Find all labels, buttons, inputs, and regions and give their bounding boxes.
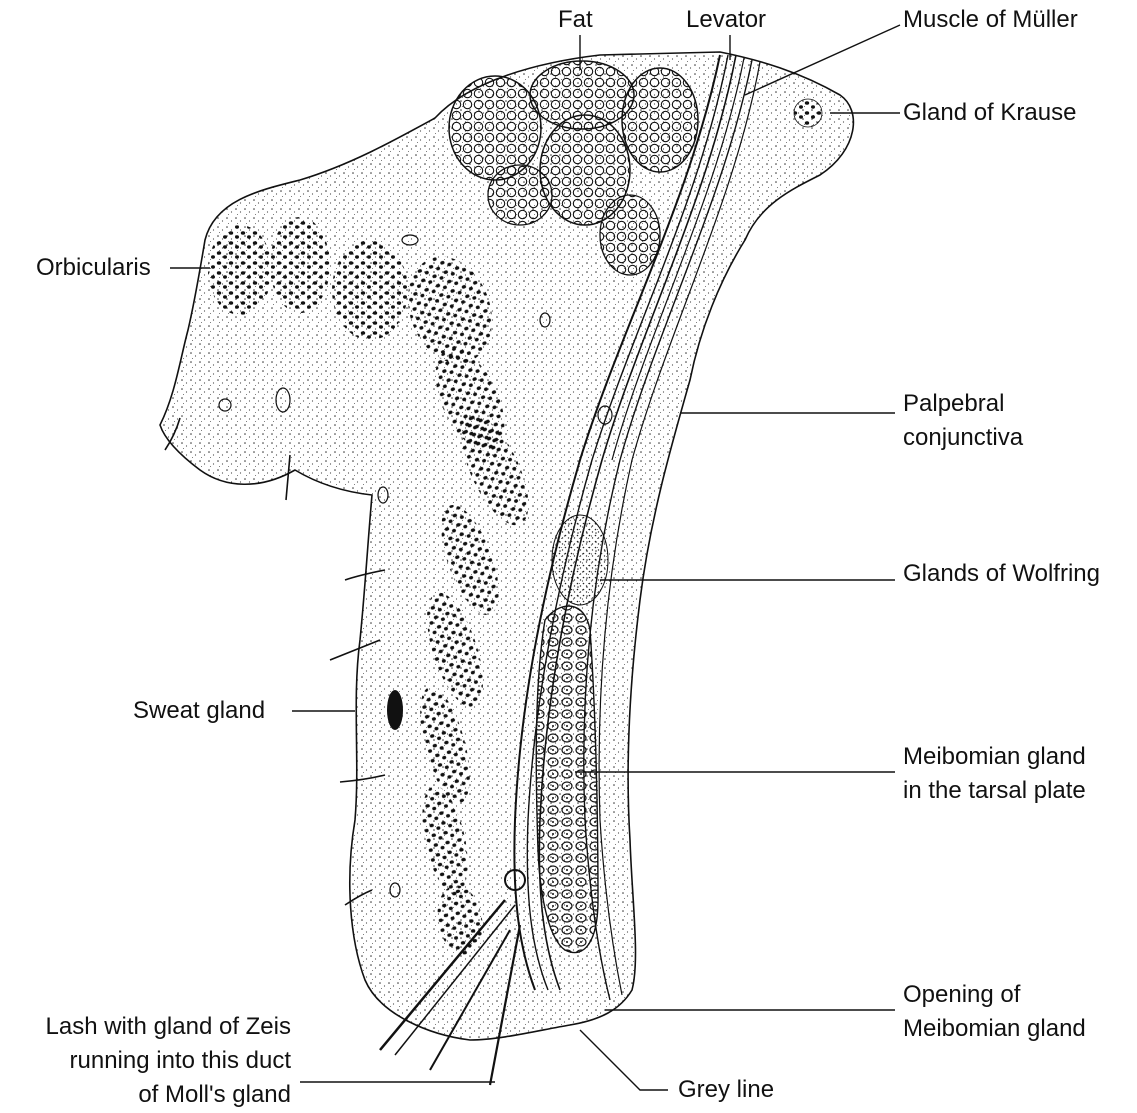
label-grey-line: Grey line — [678, 1076, 775, 1103]
sweat-glands — [164, 417, 386, 906]
meibomian-gland — [535, 605, 599, 954]
orbicularis-bundles — [208, 217, 529, 955]
label-gland-of-krause: Gland of Krause — [903, 99, 1077, 126]
label-opening-of-meibomian-gland: Opening of Meibomian gland — [903, 978, 1086, 1046]
label-opening-line-2: Meibomian gland — [903, 1015, 1086, 1042]
label-orbicularis: Orbicularis — [36, 254, 151, 281]
label-palpebral-line-2: conjunctiva — [903, 424, 1024, 451]
label-meibomian-line-1: Meibomian gland — [903, 743, 1086, 770]
leader-grey-line — [579, 1029, 668, 1091]
label-opening-line-1: Opening of — [903, 981, 1021, 1008]
vessels — [218, 234, 613, 898]
label-lash-gland-of-zeis: Lash with gland of Zeis running into thi… — [46, 1010, 291, 1112]
label-muscle-of-muller: Muscle of Müller — [903, 6, 1078, 33]
label-palpebral-line-1: Palpebral — [903, 390, 1005, 417]
fat-lobules — [448, 60, 699, 276]
label-fat: Fat — [558, 6, 593, 33]
eyelash-follicle — [379, 869, 526, 1086]
label-lash-line-3: of Moll's gland — [138, 1081, 291, 1108]
label-meibomian-line-2: in the tarsal plate — [903, 777, 1086, 804]
label-lash-line-1: Lash with gland of Zeis — [45, 1013, 291, 1040]
label-sweat-gland: Sweat gland — [133, 697, 266, 724]
leader-lines — [170, 24, 901, 1091]
label-lash-line-2: running into this duct — [69, 1047, 291, 1074]
label-levator: Levator — [686, 6, 767, 33]
gland-of-krause — [793, 98, 823, 128]
label-meibomian-gland: Meibomian gland in the tarsal plate — [903, 740, 1086, 808]
glands-of-wolfring — [551, 514, 609, 606]
label-glands-of-wolfring: Glands of Wolfring — [903, 560, 1100, 587]
label-palpebral-conjunctiva: Palpebral conjunctiva — [903, 387, 1023, 455]
leader-muller — [744, 24, 901, 96]
